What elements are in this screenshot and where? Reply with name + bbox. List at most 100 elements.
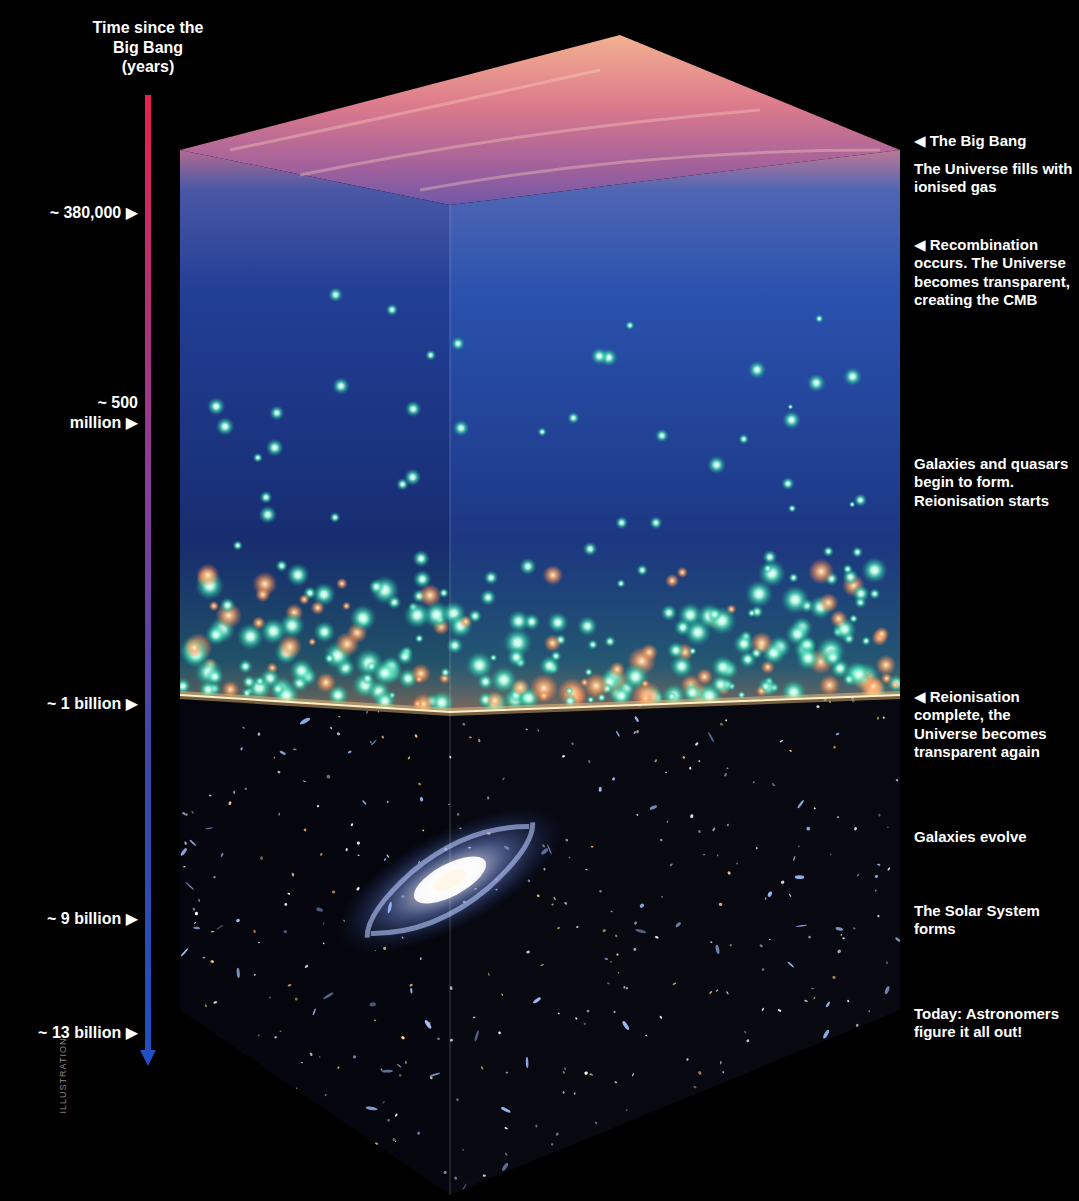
star	[274, 1036, 277, 1039]
star	[240, 747, 243, 751]
star	[632, 1073, 635, 1077]
star	[336, 732, 340, 736]
time-tick-label: ~ 380,000 ▶	[8, 203, 138, 223]
star	[302, 1172, 305, 1175]
protogalaxy-glow	[815, 314, 824, 323]
star	[790, 1163, 794, 1166]
protogalaxy-glow	[196, 564, 219, 587]
star	[422, 829, 425, 831]
star	[599, 890, 602, 893]
protogalaxy-glow	[425, 350, 436, 361]
protogalaxy-glow	[299, 594, 310, 605]
star	[658, 1117, 662, 1122]
protogalaxy-glow	[453, 420, 470, 437]
protogalaxy-glow	[849, 614, 859, 624]
protogalaxy-glow	[750, 632, 773, 655]
star	[883, 1040, 889, 1048]
star	[877, 716, 879, 720]
protogalaxy-glow	[577, 616, 598, 637]
protogalaxy-glow	[655, 429, 669, 443]
star	[279, 750, 286, 756]
star	[501, 993, 503, 996]
star	[369, 1002, 376, 1007]
protogalaxy-glow	[396, 648, 414, 666]
star	[813, 807, 816, 810]
star	[767, 891, 773, 898]
star	[399, 1074, 402, 1077]
star	[486, 702, 488, 704]
star	[835, 927, 843, 932]
star	[595, 1121, 598, 1124]
star	[868, 1010, 870, 1012]
star	[237, 1126, 240, 1130]
star	[478, 739, 481, 743]
star	[501, 1162, 509, 1172]
star	[350, 823, 353, 827]
star	[586, 1009, 590, 1013]
protogalaxy-glow	[567, 412, 580, 425]
star	[652, 1127, 655, 1131]
star	[836, 732, 840, 735]
star	[429, 1072, 440, 1077]
protogalaxy-glow	[544, 634, 561, 651]
star	[634, 716, 640, 723]
protogalaxy-glow	[788, 572, 799, 583]
star	[877, 863, 881, 866]
star	[472, 695, 475, 697]
star	[478, 700, 480, 702]
star	[182, 812, 187, 816]
star	[461, 1183, 467, 1192]
star	[352, 1055, 356, 1059]
event-label: Today: Astronomers figure it all out!	[914, 1005, 1074, 1042]
star	[266, 1129, 268, 1131]
star	[375, 1142, 379, 1145]
star	[825, 1001, 831, 1008]
protogalaxy-glow	[342, 602, 351, 611]
star	[895, 937, 901, 943]
star	[887, 826, 889, 828]
star	[775, 1162, 782, 1168]
protogalaxy-glow	[258, 505, 277, 524]
protogalaxy-glow	[747, 608, 756, 617]
star	[852, 927, 856, 930]
star	[804, 1000, 808, 1003]
star	[639, 903, 645, 909]
star	[278, 812, 280, 816]
protogalaxy-glow	[219, 597, 235, 613]
protogalaxy-glow	[830, 610, 848, 628]
star	[381, 1069, 383, 1071]
star	[400, 1035, 405, 1040]
star	[182, 1103, 193, 1105]
star	[882, 716, 885, 719]
star	[638, 1135, 642, 1139]
protogalaxy-glow	[184, 638, 204, 658]
star	[842, 937, 845, 939]
star	[244, 787, 247, 790]
star	[820, 1050, 823, 1053]
star	[213, 1001, 217, 1004]
star	[309, 1052, 313, 1056]
protogalaxy-glow	[591, 347, 609, 365]
star	[192, 907, 196, 911]
star	[330, 726, 333, 729]
star	[474, 1030, 480, 1042]
star	[767, 1068, 772, 1073]
star	[410, 988, 413, 994]
star	[634, 921, 638, 925]
star	[720, 1061, 722, 1065]
star	[293, 1136, 296, 1139]
protogalaxy-glow	[238, 659, 253, 674]
protogalaxy-glow	[688, 647, 697, 656]
star	[473, 1016, 476, 1018]
star	[861, 1080, 865, 1084]
star	[633, 947, 637, 951]
star	[269, 996, 272, 999]
star	[793, 1109, 795, 1112]
star	[751, 1151, 756, 1157]
star	[689, 767, 692, 770]
protogalaxy-glow	[404, 468, 422, 486]
star	[614, 1081, 617, 1084]
star	[765, 1073, 767, 1076]
protogalaxy-glow	[641, 644, 658, 661]
axis-title: Time since the Big Bang (years)	[90, 18, 206, 77]
